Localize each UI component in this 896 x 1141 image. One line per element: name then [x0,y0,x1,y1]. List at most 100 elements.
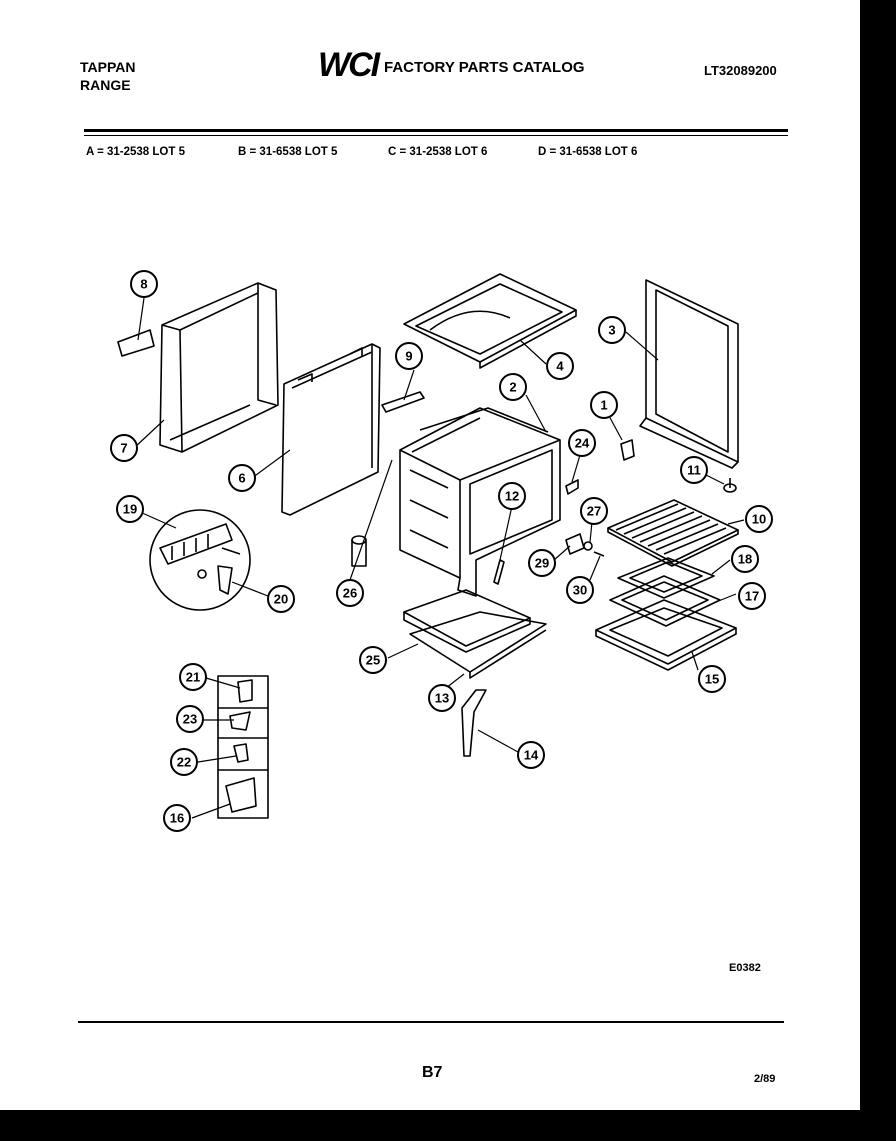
callout-circle [267,585,295,613]
leader-lines [133,297,745,819]
part-30-drawing [593,551,605,557]
callout-label: 14 [524,748,539,763]
callout-10: 10 [745,505,773,533]
callout-label: 26 [343,586,357,601]
callout-13: 13 [428,684,456,712]
callout-label: 15 [705,672,719,687]
callout-label: 30 [573,583,587,598]
callout-label: 22 [177,755,191,770]
callout-23: 23 [176,705,204,733]
callout-circle [498,482,526,510]
callout-label: 3 [608,323,615,338]
callout-label: 29 [535,556,549,571]
callout-label: 8 [140,277,147,292]
part-9-drawing [381,391,425,413]
part-27-drawing [583,541,593,551]
callout-label: 20 [274,592,288,607]
callout-circle [738,582,766,610]
callout-label: 12 [505,489,519,504]
part-24-drawing [565,479,579,495]
model-d: D = 31-6538 LOT 6 [538,146,638,158]
callout-circle [580,497,608,525]
part-12-drawing [493,559,505,585]
part-2-drawing [399,407,561,597]
callout-circle [568,429,596,457]
callout-4: 4 [546,352,574,380]
footer-rule [78,1021,784,1023]
part-3-drawing [639,279,739,469]
part-4-drawing [403,273,577,369]
part-15-drawing [595,599,737,671]
callout-circle [590,391,618,419]
callout-label: 1 [600,398,607,413]
brand-block: TAPPAN RANGE [80,58,135,94]
wci-logo: WCI [318,46,380,84]
callout-circle [546,352,574,380]
callout-circle [745,505,773,533]
part-7-drawing [159,282,279,453]
callout-label: 25 [366,653,380,668]
part-13-drawing [409,611,547,679]
callout-label: 4 [556,359,564,374]
callout-circle [179,663,207,691]
callout-label: 10 [752,512,766,527]
header-rule-thin [84,135,788,136]
header-rule [84,129,788,132]
callout-2: 2 [499,373,527,401]
callout-1: 1 [590,391,618,419]
callout-circle [680,456,708,484]
callout-16: 16 [163,804,191,832]
callout-circle [395,342,423,370]
callout-26: 26 [336,579,364,607]
callout-27: 27 [580,497,608,525]
parts-21-23-22-16-drawing [217,675,269,819]
product-type: RANGE [80,77,131,93]
callout-circle [228,464,256,492]
callout-15: 15 [698,665,726,693]
callout-label: 17 [745,589,759,604]
callout-label: 19 [123,502,137,517]
callout-circle [731,545,759,573]
callout-label: 13 [435,691,449,706]
callout-label: 23 [183,712,197,727]
callout-circle [598,316,626,344]
figure-code: E0382 [729,962,761,974]
callout-11: 11 [680,456,708,484]
callout-label: 2 [509,380,516,395]
callout-circle [499,373,527,401]
callout-circle [176,705,204,733]
part-19-20-detail [149,509,251,611]
model-c: C = 31-2538 LOT 6 [388,146,488,158]
part-26-drawing [351,535,367,567]
scan-border-bottom [0,1110,896,1141]
callout-circle [163,804,191,832]
catalog-title: FACTORY PARTS CATALOG [384,59,585,76]
callout-12: 12 [498,482,526,510]
callout-label: 9 [405,349,412,364]
callout-29: 29 [528,549,556,577]
part-14-drawing [461,689,487,757]
callout-label: 7 [120,441,127,456]
part-25-drawing [403,589,531,653]
callout-circle [517,741,545,769]
part-6-drawing [281,343,381,516]
brand-name: TAPPAN [80,59,136,75]
callout-label: 24 [575,436,590,451]
callout-17: 17 [738,582,766,610]
revision-date: 2/89 [754,1073,776,1085]
callout-20: 20 [267,585,295,613]
callout-circle [359,646,387,674]
callout-18: 18 [731,545,759,573]
page-number: B7 [422,1064,443,1081]
callout-circle [116,495,144,523]
callout-circle [110,434,138,462]
part-8-drawing [117,329,155,357]
callout-24: 24 [568,429,596,457]
callout-3: 3 [598,316,626,344]
callout-19: 19 [116,495,144,523]
callout-6: 6 [228,464,256,492]
callout-circle [170,748,198,776]
callout-circle [428,684,456,712]
callout-group: 8 7 6 9 4 3 2 1 24 11 12 19 20 26 29 27 10 18 17 30 25 13 15 14… [110,270,773,832]
